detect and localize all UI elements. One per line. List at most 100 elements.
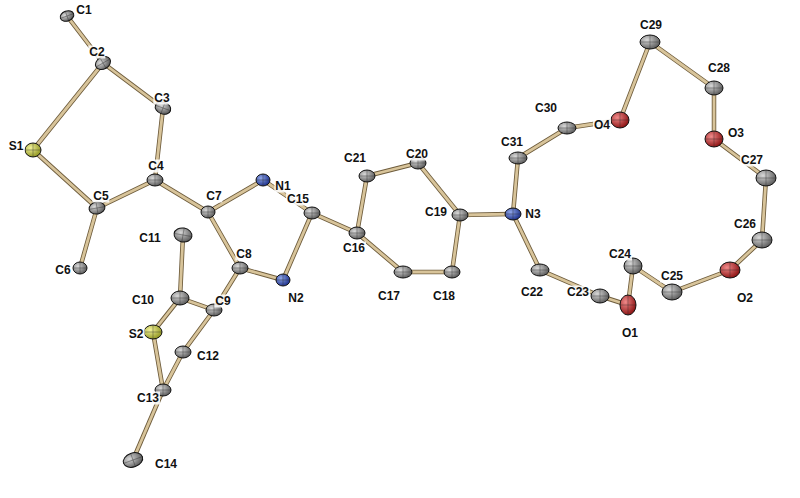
ellipsoid-axes [304,207,320,219]
atom-ellipsoid [121,450,145,470]
atom-label: C17 [377,290,401,303]
ellipsoid-axes [88,201,106,216]
atom-label: O2 [736,292,754,305]
ellipsoid-axes [359,170,375,182]
atom-ellipsoid [59,9,76,23]
atom-ellipsoid [620,295,636,315]
ellipsoid-axes [232,262,248,274]
bond-outline [263,180,312,213]
bond-outline [620,42,650,120]
ellipsoid-axes [591,289,609,303]
atom-label: C27 [740,154,764,167]
ellipsoid-axes [620,295,636,315]
ellipsoid-axes [144,325,162,339]
bond-outline [513,158,518,214]
atom-ellipsoid [591,289,609,303]
atom-ellipsoid [505,208,521,220]
atom-label: C18 [432,290,456,303]
bond [513,158,518,214]
ellipsoid-axes [531,264,549,276]
atom-ellipsoid [531,264,549,276]
bond [513,214,540,270]
atom-label: O4 [593,119,611,132]
bond [180,235,183,298]
atom-label: O1 [621,327,639,340]
atom-label: C30 [534,102,558,115]
ellipsoid-axes [175,346,191,358]
atom-ellipsoid [558,122,576,134]
bond [80,208,97,268]
atom-label: N2 [287,292,304,305]
ellipsoid-axes [720,262,740,278]
bond [33,63,103,150]
atom-label: C21 [343,152,367,165]
atom-label: C26 [733,218,757,231]
atom-label: C20 [405,148,429,161]
atom-label: C31 [500,136,524,149]
atom-ellipsoid [171,291,189,305]
bond [714,139,766,178]
atom-label: S2 [128,328,145,341]
bond [263,180,312,213]
bonds [33,16,766,460]
ellipsoid-axes [509,152,527,164]
atom-label: C16 [342,242,366,255]
atom-ellipsoid [640,35,660,49]
atom-ellipsoid [201,206,215,218]
bond-outline [183,310,214,352]
ellipsoid-axes [73,262,87,274]
bond-outline [214,268,240,310]
bond [518,128,567,158]
bond [357,176,367,233]
atom-label: C7 [205,190,222,203]
bond-outline [153,332,163,390]
bond-outline [33,63,103,150]
bond-outline [762,178,766,240]
bond-outline [513,214,540,270]
atom-ellipsoid [175,346,191,358]
atom-label: C19 [424,206,448,219]
atom-label: N3 [524,208,541,221]
ellipsoid-axes [640,35,660,49]
atom-ellipsoid [611,112,629,128]
atom-label: O3 [727,127,745,140]
atom-ellipsoid [147,174,163,186]
ellipsoid-axes [121,450,145,470]
atom-label: C3 [153,92,170,105]
ellipsoid-axes [349,227,365,239]
atom-ellipsoid [756,170,776,186]
ellipsoid-axes [752,232,772,248]
ellipsoid-axes [276,274,290,286]
atom-label: C23 [566,286,590,299]
atom-ellipsoid [232,262,248,274]
atom-label: C14 [154,458,178,471]
atoms [25,9,776,470]
atom-ellipsoid [88,201,106,216]
atom-ellipsoid [394,266,412,278]
ellipsoid-axes [25,143,41,157]
ellipsoid-axes [394,266,412,278]
atom-label: C2 [88,46,105,59]
atom-ellipsoid [509,152,527,164]
atom-label: C22 [520,286,544,299]
bond [283,213,312,280]
ellipsoid-axes [662,284,682,300]
bond-outline [518,128,567,158]
atom-label: C10 [131,294,155,307]
atom-label: C28 [707,62,731,75]
atom-ellipsoid [25,143,41,157]
ellipsoid-axes [505,208,521,220]
ellipsoid-axes [173,227,193,244]
atom-ellipsoid [173,227,193,244]
atom-label: C12 [196,350,220,363]
ellipsoid-axes [705,131,723,147]
ellipsoid-axes [452,209,468,221]
bond-outline [283,213,312,280]
ellipsoid-axes [59,9,76,23]
atom-label: S1 [8,140,25,153]
bond [620,42,650,120]
bond [155,180,208,212]
ellipsoid-axes [171,291,189,305]
bond-outline [357,176,367,233]
